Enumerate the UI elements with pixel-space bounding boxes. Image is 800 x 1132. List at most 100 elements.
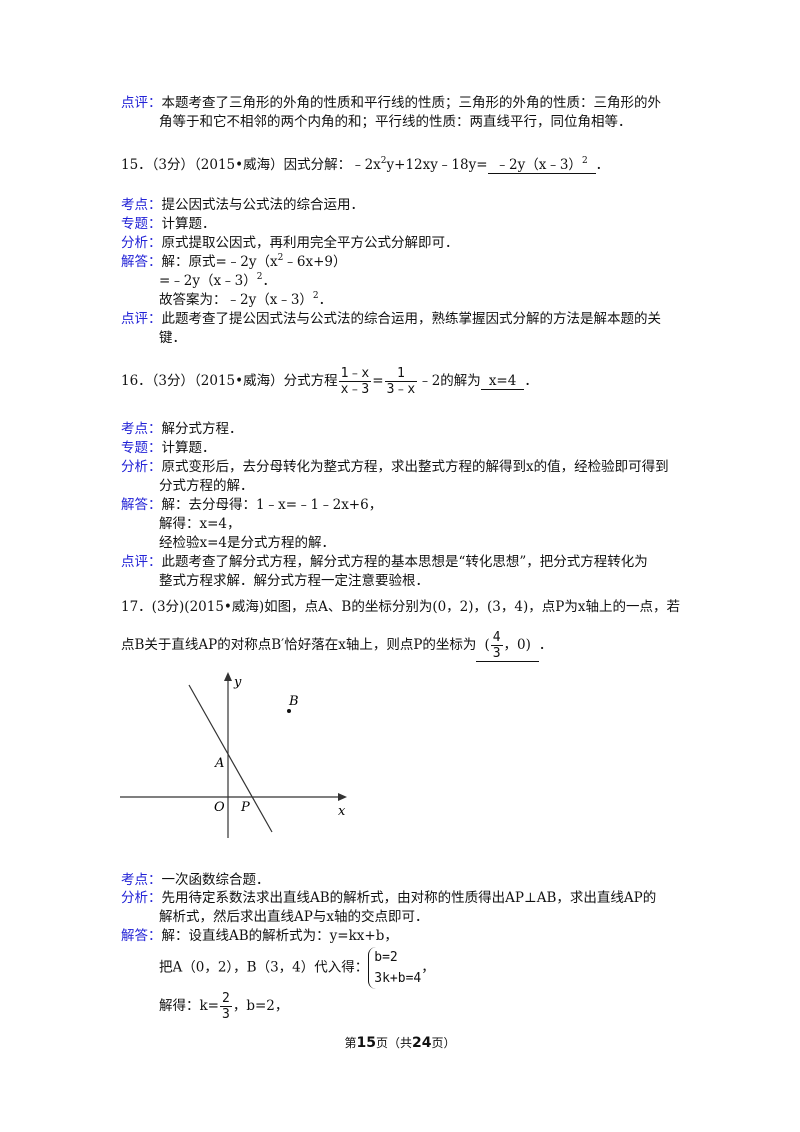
o-label: O	[214, 800, 225, 815]
superscript: 2	[312, 291, 319, 301]
solution-text: 解得：k=	[159, 998, 219, 1014]
denominator: x﹣3	[340, 382, 370, 397]
numerator: 1	[384, 366, 418, 382]
footer-text: 页（共	[375, 1036, 412, 1050]
fenxi-text: 先用待定系数法求出直线AB的解析式，由对称的性质得出AP⊥AB，求出直线AP的	[161, 890, 657, 906]
line-ap	[188, 684, 273, 833]
y-label: y	[233, 675, 242, 690]
stem-text: 15．（3分）（2015•威海）因式分解：﹣2x	[121, 157, 381, 173]
solution-text: 解：设直线AB的解析式为：y=kx+b，	[161, 928, 398, 944]
jieda-label: 解答：	[121, 254, 162, 270]
p-label: P	[240, 800, 250, 815]
solution-text: ，b=2，	[232, 998, 289, 1014]
q16-fenxi: 分析：原式变形后，去分母转化为整式方程，求出整式方程的解得到x的值，经检验即可得…	[121, 458, 669, 477]
answer-blank: x=4	[480, 373, 525, 390]
numerator: 2	[220, 991, 232, 1007]
comma: ，	[421, 959, 435, 976]
q14-review-line2: 角等于和它不相邻的两个内角的和；平行线的性质：两直线平行，同位角相等．	[159, 114, 632, 130]
q17-fenxi-line2: 解析式，然后求出直线AP与x轴的交点即可．	[159, 909, 429, 925]
kaodian-text: 一次函数综合题．	[161, 872, 270, 888]
q17-kaodian: 考点：一次函数综合题．	[121, 871, 270, 890]
review-text: 此题考查了解分式方程，解分式方程的基本思想是“转化思想”，把分式方程转化为	[161, 554, 648, 570]
q16-kaodian: 考点：解分式方程．	[121, 420, 243, 439]
equals: =	[372, 373, 384, 389]
point-b	[287, 709, 291, 713]
kaodian-text: 提公因式法与公式法的综合运用．	[161, 197, 365, 213]
q16-review: 点评：此题考查了解分式方程，解分式方程的基本思想是“转化思想”，把分式方程转化为	[121, 553, 648, 572]
fenxi-text: 原式提取公因式，再利用完全平方公式分解即可．	[161, 235, 459, 251]
superscript: 2	[581, 156, 588, 166]
denominator: 3	[492, 646, 501, 661]
review-label: 点评：	[121, 554, 162, 570]
q14-review: 点评：本题考查了三角形的外角的性质和平行线的性质；三角形的外角的性质：三角形的外	[121, 94, 661, 113]
page-footer: 第15页（共24页）	[0, 1034, 800, 1051]
q15-solution-line2: =﹣2y（x﹣3）2．	[159, 272, 276, 291]
period: ．	[524, 373, 538, 389]
fenxi-label: 分析：	[121, 890, 162, 906]
equation: b=2	[374, 950, 398, 965]
equation-system: b=2 3k+b=4	[368, 947, 421, 989]
x-axis-arrow-icon	[338, 793, 347, 801]
fenxi-label: 分析：	[121, 235, 162, 251]
q15-review-line2: 键．	[159, 330, 186, 346]
paren: (	[484, 637, 490, 653]
q16-review-line2: 整式方程求解．解分式方程一定注意要验根．	[159, 573, 429, 589]
stem-text: 点B关于直线AP的对称点B′恰好落在x轴上，则点P的坐标为	[121, 637, 477, 653]
period: ．	[595, 157, 610, 173]
kaodian-label: 考点：	[121, 872, 162, 888]
jieda-label: 解答：	[121, 497, 162, 513]
solution-text: 解：去分母得：1﹣x=﹣1﹣2x+6，	[161, 497, 383, 513]
answer: ﹣2y（x﹣3）	[495, 157, 582, 173]
period: ．	[538, 637, 553, 653]
stem-text: 16．（3分）（2015•威海）分式方程	[121, 373, 338, 389]
denominator: 3﹣x	[386, 382, 416, 397]
review-text: 本题考查了三角形的外角的性质和平行线的性质；三角形的外角的性质：三角形的外	[161, 95, 662, 111]
equation: 3k+b=4	[374, 971, 422, 986]
fenxi-label: 分析：	[121, 459, 162, 475]
solution-text: ．	[262, 273, 276, 289]
superscript: 2	[277, 253, 284, 263]
q15-zhuanti: 专题：计算题．	[121, 215, 216, 234]
review-label: 点评：	[121, 311, 162, 327]
review-text: 此题考查了提公因式法与公式法的综合运用，熟练掌握因式分解的方法是解本题的关	[161, 311, 662, 327]
q15-jieda: 解答：解：原式=﹣2y（x2﹣6x+9）	[121, 253, 347, 272]
numerator: 4	[490, 630, 503, 646]
kaodian-text: 解分式方程．	[161, 421, 243, 437]
q17-fenxi: 分析：先用待定系数法求出直线AB的解析式，由对称的性质得出AP⊥AB，求出直线A…	[121, 889, 656, 908]
review-label: 点评：	[121, 95, 162, 111]
solution-text: ．	[318, 292, 333, 308]
q15-solution-line3: 故答案为：﹣2y（x﹣3）2．	[159, 291, 332, 310]
footer-text: 第	[344, 1036, 357, 1050]
zhuanti-label: 专题：	[121, 440, 162, 456]
q17-solution-line2: 把A（0，2），B（3，4）代入得： b=2 3k+b=4，	[159, 947, 435, 989]
q17-jieda: 解答：解：设直线AB的解析式为：y=kx+b，	[121, 927, 398, 946]
fenxi-text: 原式变形后，去分母转化为整式方程，求出整式方程的解得到x的值，经检验即可得到	[161, 459, 669, 475]
numerator: 1﹣x	[338, 366, 372, 382]
footer-text: 页）	[431, 1036, 456, 1050]
page-total: 24	[412, 1035, 432, 1051]
kaodian-label: 考点：	[121, 197, 162, 213]
q15-fenxi: 分析：原式提取公因式，再利用完全平方公式分解即可．	[121, 234, 459, 253]
q16-jieda: 解答：解：去分母得：1﹣x=﹣1﹣2x+6，	[121, 496, 382, 515]
solution-text: 把A（0，2），B（3，4）代入得：	[159, 959, 369, 976]
x-label: x	[338, 804, 346, 819]
answer-rest: ，0)	[503, 637, 531, 653]
q16-solution-line3: 经检验x=4是分式方程的解．	[159, 535, 336, 551]
q15-kaodian: 考点：提公因式法与公式法的综合运用．	[121, 196, 364, 215]
b-label: B	[288, 694, 299, 709]
superscript: 2	[256, 272, 263, 282]
zhuanti-text: 计算题．	[161, 216, 216, 232]
q16-zhuanti: 专题：计算题．	[121, 439, 216, 458]
jieda-label: 解答：	[121, 928, 162, 944]
solution-text: 解：原式=﹣2y（x	[161, 254, 278, 270]
page-number: 15	[356, 1035, 376, 1051]
q16-solution-line2: 解得：x=4，	[159, 516, 241, 532]
